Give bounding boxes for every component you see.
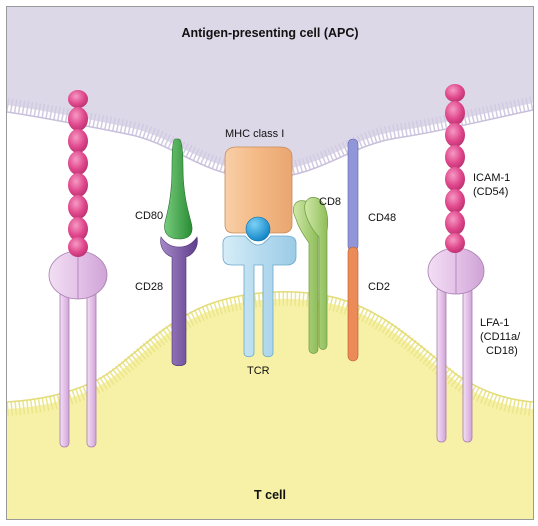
cd28-molecule (160, 236, 198, 367)
icam1-label-line2: (CD54) (473, 186, 509, 198)
apc-body (7, 7, 533, 173)
peptide (245, 216, 271, 242)
cd2-label: CD2 (368, 281, 391, 293)
lfa1-right-stalk-b (462, 286, 473, 443)
tcr-molecule (222, 235, 297, 358)
t-cell (7, 291, 533, 519)
cd80-molecule (164, 138, 193, 240)
apc-label: Antigen-presenting cell (APC) (181, 26, 359, 40)
diagram-frame: Antigen-presenting cell (APC) T cell MHC… (6, 6, 534, 520)
cd8-molecule (293, 197, 329, 354)
cd28-label: CD28 (135, 281, 164, 293)
lfa1-label-line3: CD18) (486, 345, 518, 357)
lfa1-right (427, 247, 485, 443)
icam1-left (68, 90, 88, 257)
tcell-body (7, 298, 533, 519)
lfa1-label-line1: LFA-1 (480, 317, 510, 329)
cd48-label: CD48 (368, 212, 397, 224)
tcell-label: T cell (254, 488, 286, 502)
lfa1-left-stalk-b (86, 286, 97, 448)
lfa1-left-stalk-a (59, 286, 70, 448)
tcell-membrane-edge (7, 291, 533, 403)
cd48-segment (347, 138, 359, 252)
tcell-membrane (7, 291, 533, 416)
icam1-right (445, 84, 465, 253)
lfa1-label-line2: (CD11a/ (480, 331, 521, 343)
cd2-segment (347, 246, 359, 362)
lfa1-right-stalk-a (436, 286, 447, 443)
mhc-class-i (224, 146, 293, 242)
icam1-label-line1: ICAM-1 (473, 172, 511, 184)
tcr-label: TCR (247, 365, 270, 377)
synapse-diagram (7, 7, 533, 519)
cd80-label: CD80 (135, 210, 164, 222)
cd8-label: CD8 (319, 196, 342, 208)
cd48-cd2-molecule (347, 138, 359, 362)
mhc-label: MHC class I (225, 128, 285, 140)
